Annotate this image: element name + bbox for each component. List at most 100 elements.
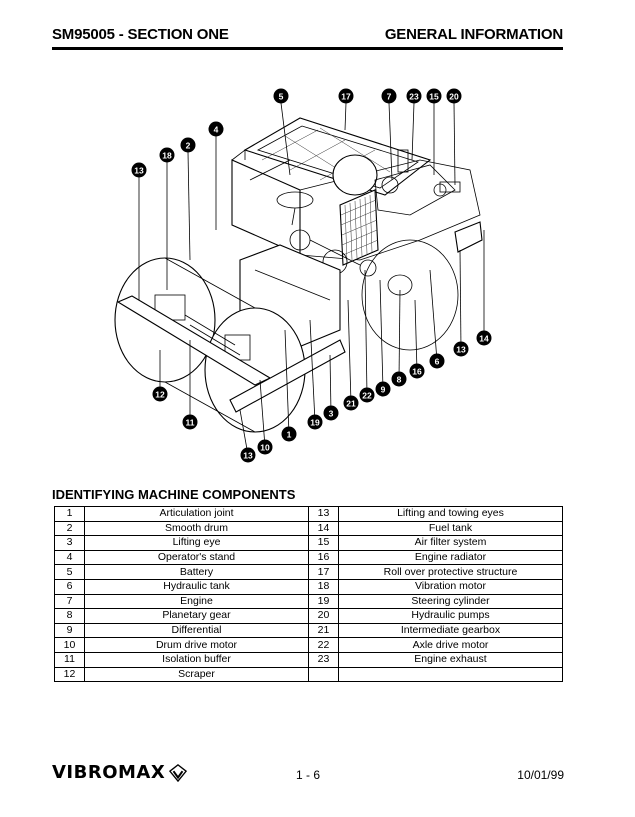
- component-number: 12: [54, 666, 85, 683]
- component-name: Hydraulic tank: [84, 578, 309, 595]
- callout-label: 21: [346, 399, 356, 409]
- component-number: 20: [308, 608, 339, 624]
- callout-label: 1: [287, 430, 292, 440]
- component-name: Axle drive motor: [338, 637, 563, 653]
- callout-13: 13: [131, 162, 147, 178]
- component-number: 18: [308, 578, 339, 595]
- vibromax-v-icon: [169, 763, 188, 782]
- component-number: 10: [54, 637, 85, 653]
- component-name: Articulation joint: [84, 506, 309, 522]
- component-name: [338, 666, 563, 683]
- component-name: Differential: [84, 622, 309, 639]
- component-number: 6: [54, 578, 85, 595]
- component-number: 11: [54, 651, 85, 668]
- section-title: IDENTIFYING MACHINE COMPONENTS: [52, 487, 296, 502]
- component-number: 9: [54, 622, 85, 639]
- callout-1: 1: [281, 426, 297, 442]
- component-name: Planetary gear: [84, 608, 309, 624]
- component-name: Lifting eye: [84, 535, 309, 551]
- component-name: Intermediate gearbox: [338, 622, 563, 639]
- callout-label: 14: [479, 334, 489, 344]
- page-number: 1 - 6: [296, 768, 321, 782]
- component-name: Scraper: [84, 666, 309, 683]
- component-name: Fuel tank: [338, 520, 563, 537]
- component-name: Engine: [84, 593, 309, 610]
- component-name: Isolation buffer: [84, 651, 309, 668]
- callout-label: 6: [435, 357, 440, 367]
- callout-23: 23: [406, 88, 422, 104]
- leader-lines: [138, 102, 485, 456]
- revision-date: 10/01/99: [517, 768, 564, 782]
- callout-label: 13: [243, 451, 253, 461]
- component-number: 8: [54, 608, 85, 624]
- component-number: 5: [54, 564, 85, 580]
- callout-13: 13: [453, 341, 469, 357]
- component-name: Engine radiator: [338, 549, 563, 566]
- component-name: Operator's stand: [84, 549, 309, 566]
- callout-16: 16: [409, 363, 425, 379]
- component-number: 7: [54, 593, 85, 610]
- callout-22: 22: [359, 387, 375, 403]
- callout-label: 13: [456, 345, 466, 355]
- component-name: Engine exhaust: [338, 651, 563, 668]
- callout-19: 19: [307, 414, 323, 430]
- callout-14: 14: [476, 330, 492, 346]
- component-name: Steering cylinder: [338, 593, 563, 610]
- component-number: 17: [308, 564, 339, 580]
- engine-radiator-drawing: [339, 189, 379, 266]
- component-name: Lifting and towing eyes: [338, 506, 563, 522]
- fuel-tank-drawing: [454, 221, 483, 253]
- component-name: Roll over protective structure: [338, 564, 563, 580]
- callout-label: 22: [362, 391, 372, 401]
- component-number: 16: [308, 549, 339, 566]
- drive-shaft-drawing: [289, 229, 377, 277]
- callout-12: 12: [152, 386, 168, 402]
- component-number: 2: [54, 520, 85, 537]
- callout-label: 19: [310, 418, 320, 428]
- callout-20: 20: [446, 88, 462, 104]
- component-number: 4: [54, 549, 85, 566]
- component-number: 3: [54, 535, 85, 551]
- component-number: 19: [308, 593, 339, 610]
- callout-15: 15: [426, 88, 442, 104]
- component-name: Air filter system: [338, 535, 563, 551]
- component-number: 14: [308, 520, 339, 537]
- component-number: 22: [308, 637, 339, 653]
- callout-label: 11: [186, 418, 195, 428]
- callout-label: 12: [155, 390, 165, 400]
- hydraulic-tank-drawing: [361, 239, 459, 351]
- callout-label: 15: [429, 92, 439, 102]
- callout-label: 3: [329, 409, 334, 419]
- brand-logo: VIBROMAX: [52, 762, 188, 783]
- section-header: SM95005 - SECTION ONE: [52, 26, 229, 43]
- callout-11: 11: [182, 414, 198, 430]
- callout-18: 18: [159, 147, 175, 163]
- callout-label: 18: [162, 151, 172, 161]
- callout-label: 8: [397, 375, 402, 385]
- engine-drawing: [374, 149, 461, 216]
- callout-17: 17: [338, 88, 354, 104]
- component-name: Battery: [84, 564, 309, 580]
- scraper-drawing: [116, 295, 346, 413]
- callout-4: 4: [208, 121, 224, 137]
- callout-10: 10: [257, 439, 273, 455]
- component-number: 1: [54, 506, 85, 522]
- callout-5: 5: [273, 88, 289, 104]
- callout-21: 21: [343, 395, 359, 411]
- callout-6: 6: [429, 353, 445, 369]
- steering-wheel-drawing: [276, 191, 314, 226]
- callout-2: 2: [180, 137, 196, 153]
